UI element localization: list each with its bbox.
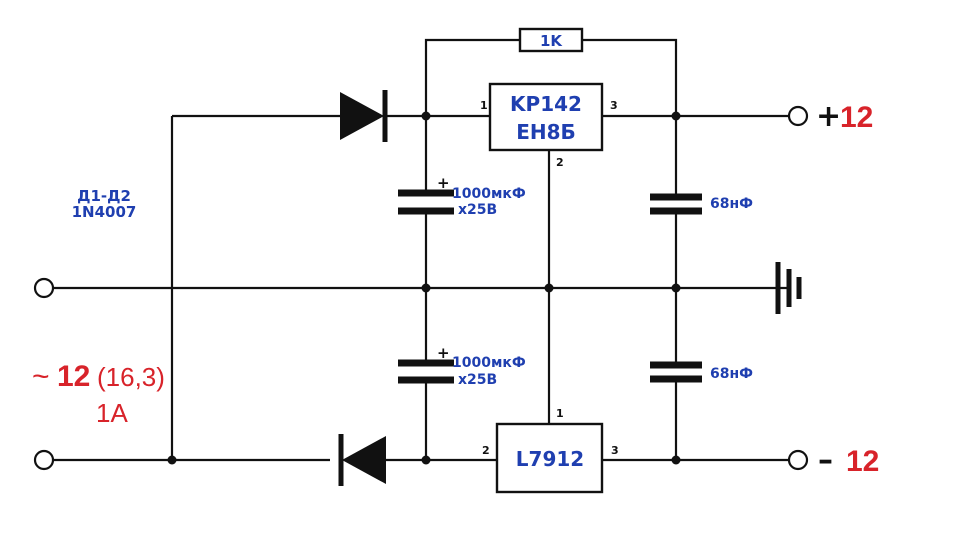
cap-top-right-label: 68нФ	[710, 196, 753, 212]
input-value: 12	[57, 360, 90, 393]
input-terminal-bottom	[33, 449, 55, 471]
output-positive-sign: +	[816, 99, 841, 134]
diode-label-line2: 1N4007	[72, 203, 137, 221]
cap-bottom-left-polarity: +	[437, 344, 450, 362]
regulator-positive-line1: KP142	[510, 92, 582, 116]
capacitor-bottom-right	[650, 361, 702, 383]
input-tilde: ~	[32, 360, 50, 393]
junction-dots	[167, 111, 681, 465]
capacitor-top-right	[650, 193, 702, 215]
output-terminal-positive	[787, 105, 809, 127]
regulator-negative	[495, 422, 604, 494]
cap-top-left-polarity: +	[437, 174, 450, 192]
reg-pos-pin-in: 1	[480, 99, 488, 112]
capacitor-top-left	[398, 189, 454, 215]
reg-neg-pin-in: 2	[482, 444, 490, 457]
input-terminal-top	[33, 277, 55, 299]
wires	[52, 38, 790, 462]
cap-bottom-left-line1: 1000мкФ	[452, 355, 526, 371]
regulator-positive	[488, 82, 604, 152]
reg-neg-pin-out: 3	[611, 444, 619, 457]
resistor-label: 1K	[540, 32, 563, 50]
diode-bottom	[338, 434, 386, 486]
cap-bottom-left-line2: x25B	[458, 372, 497, 388]
output-positive-value: 12	[840, 101, 873, 134]
ground-icon	[775, 262, 802, 314]
regulator-negative-label: L7912	[516, 447, 584, 471]
input-alt-value: (16,3)	[97, 362, 165, 392]
cap-bottom-right-label: 68нФ	[710, 366, 753, 382]
capacitor-bottom-left	[398, 359, 454, 384]
wire-resistor-loop	[424, 38, 520, 116]
wire-resistor-loop-right	[582, 38, 678, 116]
output-terminal-negative	[787, 449, 809, 471]
reg-neg-pin-gnd: 1	[556, 407, 564, 420]
output-negative-value: 12	[846, 445, 879, 478]
input-current: 1A	[96, 398, 128, 428]
cap-top-left-line2: x25B	[458, 202, 497, 218]
reg-pos-pin-gnd: 2	[556, 156, 564, 169]
diode-top	[340, 90, 388, 142]
diode-label-line1: Д1-Д2	[77, 187, 131, 205]
output-negative-sign: –	[818, 443, 833, 478]
reg-pos-pin-out: 3	[610, 99, 618, 112]
resistor-body	[518, 27, 584, 53]
cap-top-left-line1: 1000мкФ	[452, 186, 526, 202]
regulator-positive-line2: EH8Б	[516, 120, 576, 144]
